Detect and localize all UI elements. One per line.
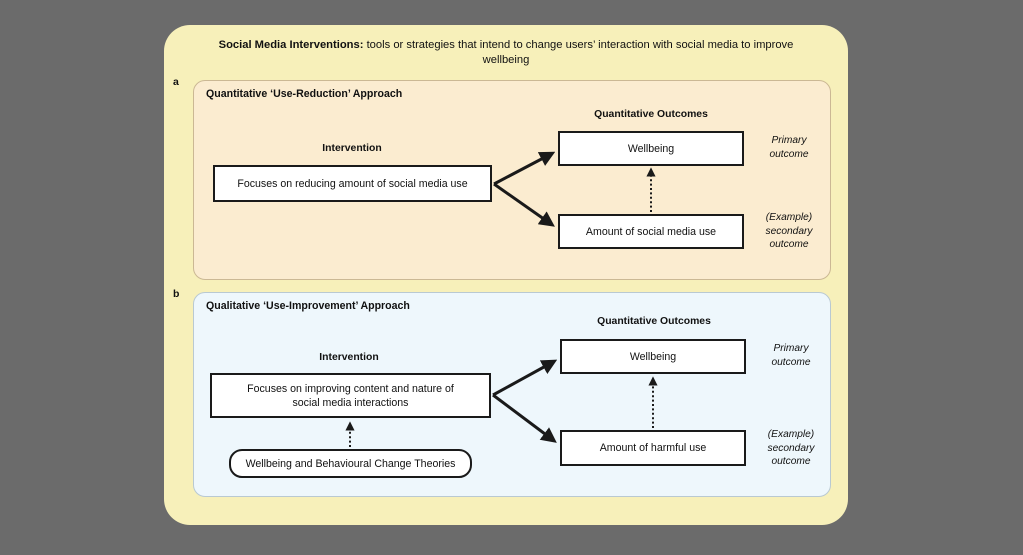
panel-b-intervention-box: Focuses on improving content and nature … — [210, 373, 491, 418]
panel-a-title: Quantitative ‘Use-Reduction’ Approach — [206, 88, 403, 100]
panel-b-outcomes-heading: Quantitative Outcomes — [597, 316, 711, 327]
panel-letter-b: b — [173, 288, 180, 300]
figure-caption-rest: tools or strategies that intend to chang… — [363, 39, 794, 66]
panel-b-theory-box: Wellbeing and Behavioural Change Theorie… — [229, 449, 472, 478]
panel-a-primary-outcome-box: Wellbeing — [558, 131, 744, 166]
panel-b-intervention-heading: Intervention — [319, 352, 379, 363]
figure-caption: Social Media Interventions: tools or str… — [204, 38, 808, 68]
panel-a-primary-note: Primary outcome — [769, 135, 809, 160]
panel-a-intervention-heading: Intervention — [322, 143, 382, 154]
panel-a-secondary-outcome-box: Amount of social media use — [558, 214, 744, 249]
panel-b-primary-note: Primary outcome — [771, 343, 811, 368]
panel-b-title: Qualitative ‘Use-Improvement’ Approach — [206, 300, 410, 312]
panel-letter-a: a — [173, 76, 179, 88]
panel-b-secondary-note: (Example) secondary outcome — [767, 429, 815, 467]
panel-a-intervention-box: Focuses on reducing amount of social med… — [213, 165, 492, 202]
figure-caption-bold: Social Media Interventions: — [218, 39, 364, 51]
panel-a-secondary-note: (Example) secondary outcome — [765, 212, 813, 250]
panel-b-secondary-outcome-box: Amount of harmful use — [560, 430, 746, 466]
panel-b-primary-outcome-box: Wellbeing — [560, 339, 746, 374]
panel-a-outcomes-heading: Quantitative Outcomes — [594, 109, 708, 120]
